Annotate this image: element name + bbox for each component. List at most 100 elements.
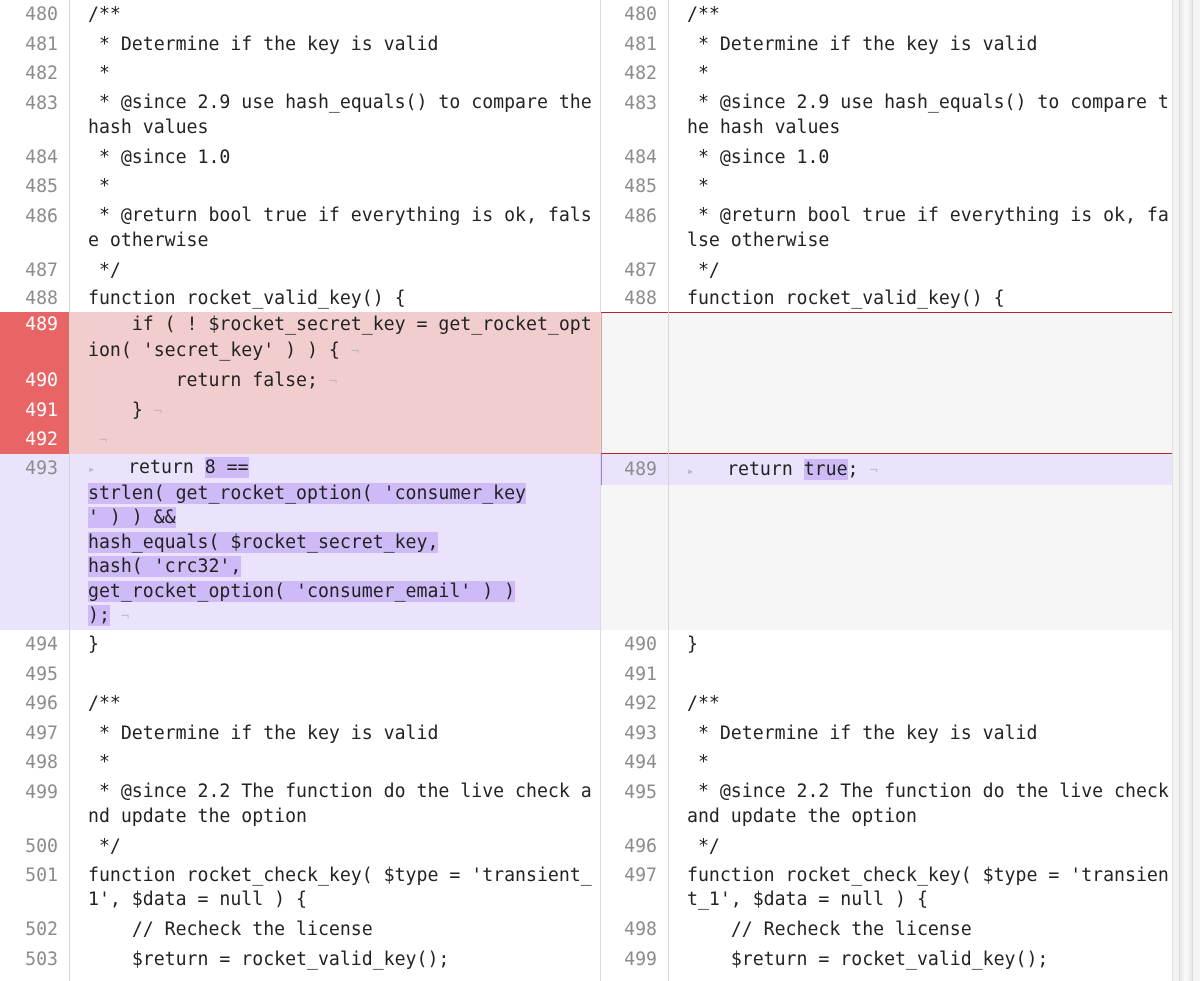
code-text: * xyxy=(687,752,709,773)
line-number: 481 xyxy=(624,33,657,55)
line-number: 499 xyxy=(624,948,657,970)
code-text: ▸ return 8 ==return 8 == strlen( get_roc… xyxy=(88,457,526,626)
code-text: * Determine if the key is valid xyxy=(687,722,1038,744)
code-text xyxy=(669,660,1172,690)
code-line: 495 xyxy=(0,660,600,690)
line-number: 502 xyxy=(25,919,58,940)
code-text: */ xyxy=(88,259,121,281)
code-line: 499 * @since 2.2 The function do the liv… xyxy=(0,778,600,832)
line-number: 498 xyxy=(25,752,58,773)
line-number: 499 xyxy=(25,781,58,803)
line-number: 488 xyxy=(624,288,657,309)
code-text: // Recheck the license xyxy=(687,919,972,940)
code-line: 491 xyxy=(601,660,1172,690)
line-number: 501 xyxy=(25,865,58,886)
code-text: */ xyxy=(687,259,720,281)
code-line: 497 * Determine if the key is valid xyxy=(0,719,600,749)
code-text: function rocket_check_key( $type = 'tran… xyxy=(687,864,1169,911)
line-number: 481 xyxy=(25,33,58,55)
code-line: 482 * xyxy=(601,59,1172,89)
line-number: 483 xyxy=(25,92,58,114)
code-text: $return = rocket_valid_key(); xyxy=(687,948,1049,970)
code-line: 483 * @since 2.9 use hash_equals() to co… xyxy=(601,89,1172,143)
code-line: 480/** xyxy=(601,0,1172,30)
code-text: $return = rocket_valid_key(); xyxy=(88,948,450,970)
code-line: 482 * xyxy=(0,59,600,89)
code-line: 490} xyxy=(601,630,1172,660)
code-line: 485 * xyxy=(601,172,1172,202)
eol-marker-icon: ¬ xyxy=(350,344,360,360)
code-text: * xyxy=(687,176,709,197)
code-text: * @return bool true if everything is ok,… xyxy=(88,205,592,251)
line-number: 483 xyxy=(624,92,657,114)
code-line: 496/** xyxy=(0,689,600,719)
right-diff-pane[interactable]: 480/** 481 * Determine if the key is val… xyxy=(600,0,1172,981)
code-line: 492 /** xyxy=(601,689,1172,719)
code-text: * Determine if the key is valid xyxy=(88,33,439,55)
code-text: * xyxy=(687,63,709,84)
code-line: 502 // Recheck the license xyxy=(0,915,600,945)
deleted-line: 490 return false; ¬ xyxy=(0,366,600,396)
code-line: 498 * xyxy=(0,748,600,778)
line-number: 489 xyxy=(0,312,70,366)
line-number: 491 xyxy=(624,663,657,685)
code-text: * @since 2.2 The function do the live ch… xyxy=(88,781,592,827)
line-number: 490 xyxy=(0,366,70,396)
tab-marker-icon: ▸ xyxy=(687,464,695,478)
line-number: 486 xyxy=(25,205,58,227)
line-number: 482 xyxy=(624,63,657,84)
code-line: 486 * @return bool true if everything is… xyxy=(601,202,1172,256)
code-text: ¬ xyxy=(70,425,600,454)
line-number: 494 xyxy=(624,752,657,773)
inserted-line: 489 ▸ return true; ¬ xyxy=(601,454,1172,485)
inline-change-highlight: 8 == strlen( get_rocket_option( 'consume… xyxy=(88,457,526,626)
code-text: */ xyxy=(687,835,720,857)
vertical-scrollbar[interactable] xyxy=(1172,0,1200,981)
code-line: 493 * Determine if the key is valid xyxy=(601,719,1172,749)
code-text: * xyxy=(88,176,110,197)
line-number: 485 xyxy=(624,176,657,197)
inserted-line: 493 ▸ return 8 ==return 8 == strlen( get… xyxy=(0,454,600,630)
eol-marker-icon: ¬ xyxy=(153,403,163,420)
line-number: 498 xyxy=(624,919,657,940)
line-number: 487 xyxy=(624,259,657,281)
line-number: 496 xyxy=(624,835,657,857)
line-number: 492 xyxy=(624,693,657,714)
line-number: 503 xyxy=(25,948,58,970)
eol-marker-icon: ¬ xyxy=(98,433,108,449)
eol-marker-icon: ¬ xyxy=(120,609,130,625)
deleted-block: 489 if ( ! $rocket_secret_key = get_rock… xyxy=(0,312,600,454)
code-text: /** xyxy=(687,693,720,714)
code-line: 494 * xyxy=(601,748,1172,778)
code-text: if ( ! $rocket_secret_key = get_rocket_o… xyxy=(88,314,592,361)
eol-marker-icon: ¬ xyxy=(328,374,338,390)
gutter-divider xyxy=(69,0,70,981)
code-line: 483 * @since 2.9 use hash_equals() to co… xyxy=(0,89,600,143)
line-number: 484 xyxy=(624,146,657,168)
code-text: } xyxy=(88,634,99,655)
inline-change-highlight: true xyxy=(803,459,848,480)
line-number: 487 xyxy=(25,259,58,281)
code-text: function rocket_check_key( $type = 'tran… xyxy=(88,864,592,911)
line-number: 485 xyxy=(25,176,58,197)
code-line: 500 */ xyxy=(0,832,600,862)
code-line: 487 */ xyxy=(601,256,1172,286)
code-line: 484 * @since 1.0 xyxy=(601,143,1172,173)
line-number: 497 xyxy=(25,722,58,744)
code-line: 499 $return = rocket_valid_key(); xyxy=(601,945,1172,975)
code-text: /** xyxy=(687,4,720,25)
eol-marker-icon: ¬ xyxy=(869,463,878,479)
left-diff-pane[interactable]: 480/** 481 * Determine if the key is val… xyxy=(0,0,600,981)
code-text: * Determine if the key is valid xyxy=(687,33,1038,55)
code-line: 481 * Determine if the key is valid xyxy=(601,30,1172,60)
line-number: 500 xyxy=(25,835,58,857)
deletion-marker xyxy=(601,313,602,453)
code-text: * @since 1.0 xyxy=(88,146,231,168)
line-number: 494 xyxy=(25,634,58,655)
code-line: 498 // Recheck the license xyxy=(601,915,1172,945)
scrollbar-thumb[interactable] xyxy=(1179,0,1193,981)
code-line: 481 * Determine if the key is valid xyxy=(0,30,600,60)
